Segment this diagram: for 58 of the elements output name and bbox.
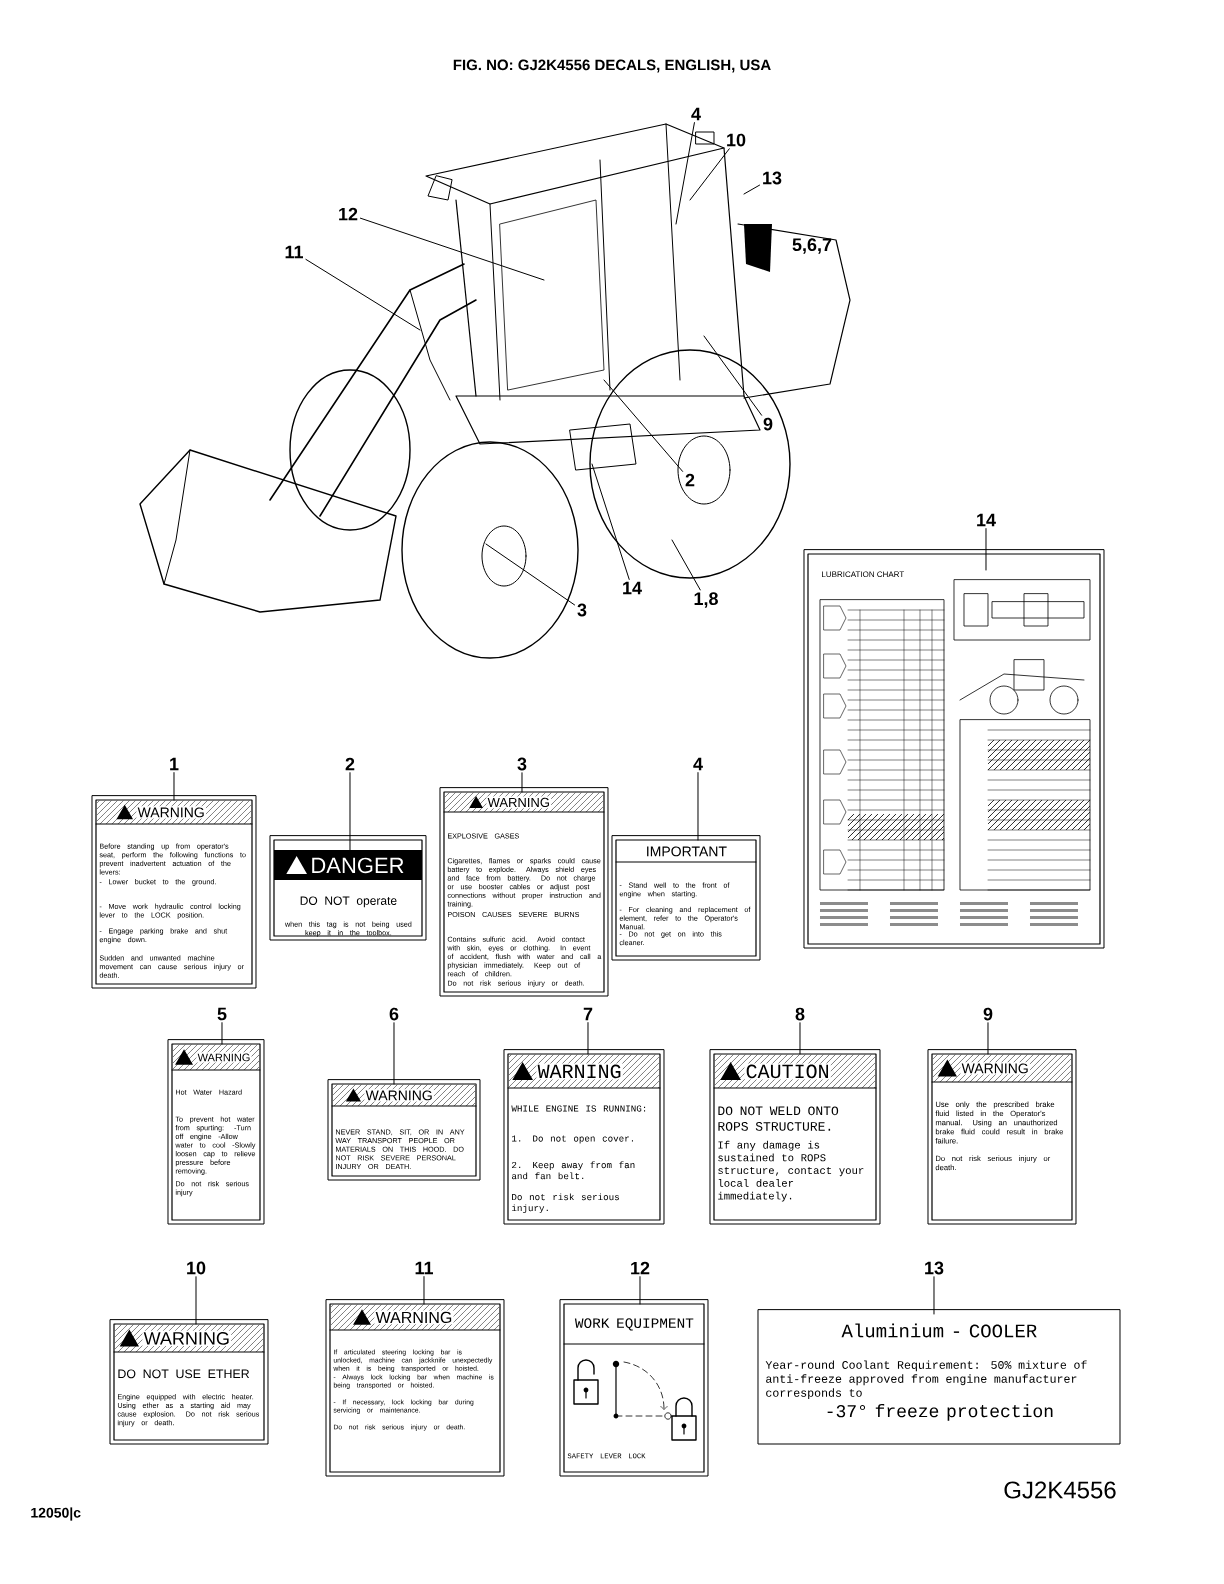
warning-decal — [927, 1049, 1077, 1225]
warning-decal — [109, 1319, 269, 1445]
callout-number: 14 — [977, 513, 996, 527]
leader-line — [985, 528, 987, 571]
warning-decal — [503, 1049, 665, 1225]
callout-number: 10 — [187, 1261, 206, 1275]
leader-line — [423, 1276, 425, 1305]
warning-decal — [91, 795, 257, 989]
leader-line — [987, 1022, 989, 1055]
figure-number: GJ2K4556 — [1004, 1481, 1116, 1499]
leader-line — [521, 772, 523, 793]
leader-line — [697, 772, 699, 841]
callout-number: 13 — [925, 1261, 944, 1275]
callout-number: 1,8 — [694, 592, 718, 608]
callout-number: 7 — [583, 1007, 593, 1021]
callout-number: 5,6,7 — [792, 238, 832, 254]
leader-line — [195, 1276, 197, 1325]
callout-number: 12 — [339, 207, 358, 221]
leader-line — [639, 1276, 641, 1305]
callout-number: 5 — [217, 1007, 227, 1021]
callout-number: 13 — [763, 171, 782, 185]
leader-line — [743, 184, 761, 195]
callout-number: 1 — [170, 757, 179, 771]
callout-number: 12 — [631, 1261, 650, 1275]
callout-number: 3 — [517, 757, 527, 771]
callout-number: 8 — [795, 1007, 805, 1021]
callout-number: 14 — [623, 581, 642, 595]
callout-number: 4 — [691, 107, 701, 121]
warning-decal — [327, 1079, 481, 1181]
leader-line — [359, 217, 545, 281]
leader-line — [689, 148, 730, 201]
leader-line — [933, 1276, 935, 1315]
callout-number: 11 — [285, 245, 303, 259]
leader-line — [305, 258, 421, 331]
leader-line — [671, 539, 701, 591]
callout-number: 2 — [345, 757, 355, 771]
leader-line — [591, 463, 630, 580]
leader-line — [703, 335, 763, 416]
leader-line — [799, 1022, 801, 1055]
callout-number: 11 — [415, 1261, 433, 1275]
leader-line — [349, 772, 351, 851]
callout-number: 9 — [763, 417, 773, 431]
warning-decal — [709, 1049, 881, 1225]
leader-line — [587, 1022, 589, 1055]
callout-number: 2 — [685, 473, 695, 487]
warning-decal — [167, 1039, 265, 1225]
callout-number: 4 — [693, 757, 703, 771]
callout-number: 6 — [389, 1007, 399, 1021]
leader-line — [393, 1022, 395, 1085]
leader-line — [603, 379, 684, 472]
callout-number: 9 — [983, 1007, 993, 1021]
callout-number: 10 — [727, 133, 746, 147]
leader-line — [221, 1022, 223, 1045]
leader-line — [485, 543, 576, 606]
leader-line — [675, 122, 695, 225]
callout-number: 3 — [577, 603, 587, 617]
leader-line — [173, 772, 175, 801]
warning-decal — [325, 1299, 505, 1477]
